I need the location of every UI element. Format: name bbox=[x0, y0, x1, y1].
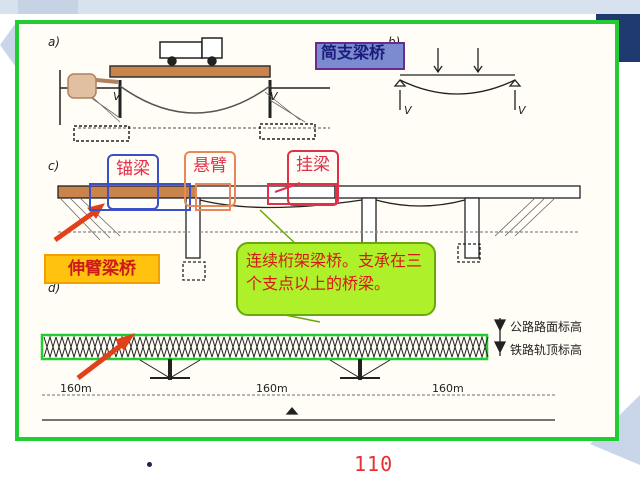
cantilever-arm-label: 悬臂 bbox=[184, 151, 236, 207]
span-label: 160m bbox=[256, 382, 288, 395]
panel-c-cantilever-beam: c) bbox=[48, 159, 581, 281]
reaction-label: V bbox=[113, 90, 122, 103]
panel-d-continuous-truss: d) 160m 160m 160m bbox=[40, 281, 555, 421]
railway-level-label: 铁路轨顶标高 bbox=[510, 343, 583, 357]
slide-top-band bbox=[0, 0, 640, 14]
cantilever-highlight bbox=[195, 183, 231, 211]
slide-content-frame bbox=[15, 20, 619, 441]
bridge-types-diagram: a) V V b) V V c) bbox=[40, 35, 581, 421]
continuous-truss-bridge-callout: 连续桁架梁桥。支承在三个支点以上的桥梁。 bbox=[236, 242, 436, 316]
span-label: 160m bbox=[432, 382, 464, 395]
page-number: 110 bbox=[354, 452, 394, 476]
anchor-span-label: 锚梁 bbox=[107, 154, 159, 210]
panel-a-simple-beam: a) V V bbox=[48, 35, 330, 142]
panel-letter-a: a) bbox=[48, 35, 60, 49]
suspended-span-label: 挂梁 bbox=[287, 150, 339, 206]
panel-letter-c: c) bbox=[48, 159, 59, 173]
highway-level-label: 公路路面标高 bbox=[510, 320, 583, 334]
anchor-span-highlight bbox=[89, 183, 191, 211]
span-label: 160m bbox=[60, 382, 92, 395]
footer-bullet bbox=[147, 462, 152, 467]
reaction-label: V bbox=[270, 90, 279, 103]
pointer-arrows bbox=[53, 182, 321, 380]
reaction-label: V bbox=[518, 104, 527, 117]
decorative-hexagon bbox=[18, 0, 78, 14]
pointing-hand-icon bbox=[67, 73, 97, 99]
panel-b-load-diagram: b) V V bbox=[388, 35, 527, 117]
simple-beam-bridge-label: 简支梁桥 bbox=[315, 42, 405, 70]
reaction-label: V bbox=[404, 104, 413, 117]
cantilever-bridge-label: 伸臂梁桥 bbox=[44, 254, 160, 284]
panel-letter-d: d) bbox=[48, 281, 60, 295]
